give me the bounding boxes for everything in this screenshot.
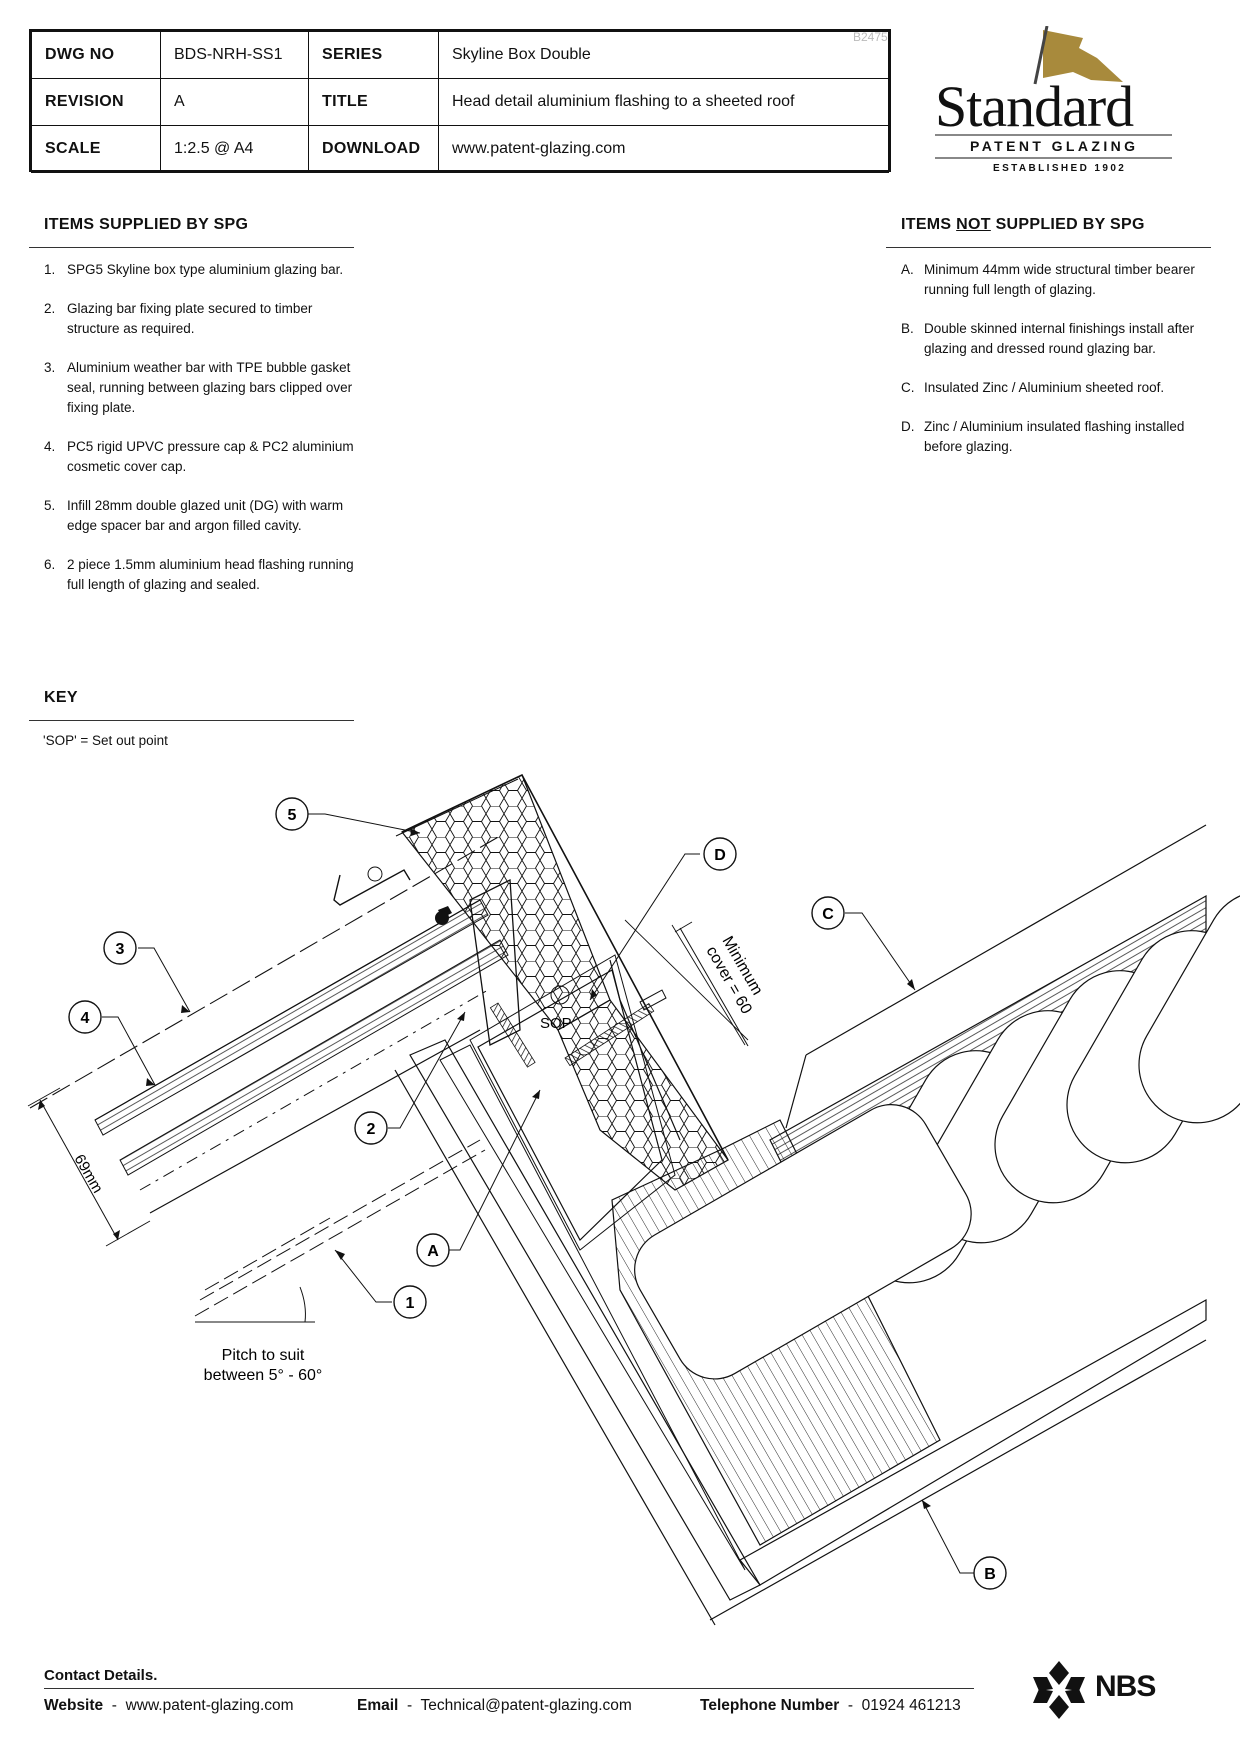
- list-item: C.Insulated Zinc / Aluminium sheeted roo…: [901, 380, 1165, 395]
- key-rule: [29, 720, 354, 721]
- reference-code: B2475: [853, 30, 888, 44]
- callout-c: C: [811, 896, 845, 930]
- logo-rule-bottom: [935, 157, 1172, 159]
- logo-wordmark: Standard: [935, 74, 1134, 139]
- callout-4: 4: [68, 1000, 102, 1034]
- pitch-line1: Pitch to suit: [222, 1347, 305, 1364]
- scale-label: SCALE: [31, 125, 161, 173]
- callout-d: D: [703, 837, 737, 871]
- footer-website: Website - www.patent-glazing.com: [44, 1697, 294, 1714]
- callout-b: B: [973, 1556, 1007, 1590]
- svg-text:A: A: [427, 1243, 439, 1260]
- footer-rule: [44, 1688, 974, 1689]
- list-item: 4.PC5 rigid UPVC pressure cap & PC2 alum…: [44, 439, 354, 474]
- contact-heading: Contact Details.: [44, 1667, 158, 1684]
- standard-patent-glazing-logo: Standard PATENT GLAZING ESTABLISHED 1902: [935, 26, 1175, 176]
- title-block: DWG NO BDS-NRH-SS1 SERIES Skyline Box Do…: [29, 29, 891, 173]
- dwg-no-value: BDS-NRH-SS1: [160, 31, 309, 79]
- title-value: Head detail aluminium flashing to a shee…: [438, 78, 889, 126]
- revision-value: A: [160, 78, 309, 126]
- not-supplied-list: A.Minimum 44mm wide structural timber be…: [901, 260, 1211, 476]
- download-value[interactable]: www.patent-glazing.com: [438, 125, 889, 173]
- key-text: 'SOP' = Set out point: [43, 733, 168, 748]
- dimension-min-cover: Minimum cover = 60: [674, 921, 766, 1047]
- nbs-logo: NBS: [1027, 1657, 1157, 1723]
- dim-69mm-label: 69mm: [71, 1152, 107, 1197]
- glazing-assembly: [29, 835, 749, 1317]
- footer-email: Email - Technical@patent-glazing.com: [357, 1697, 632, 1714]
- series-label: SERIES: [308, 31, 439, 79]
- svg-text:B: B: [984, 1566, 996, 1583]
- list-item: A.Minimum 44mm wide structural timber be…: [901, 262, 1195, 297]
- supplied-heading: ITEMS SUPPLIED BY SPG: [44, 216, 249, 233]
- logo-established: ESTABLISHED 1902: [993, 163, 1127, 174]
- svg-text:1: 1: [406, 1295, 415, 1312]
- list-item: 2.Glazing bar fixing plate secured to ti…: [44, 301, 313, 336]
- pitch-indicator: Pitch to suit between 5° - 60°: [195, 1286, 323, 1384]
- svg-text:3: 3: [116, 941, 125, 958]
- flag-icon: [1033, 26, 1123, 85]
- callout-1: 1: [393, 1285, 427, 1319]
- nbs-flower-icon: [1033, 1661, 1085, 1719]
- footer-telephone: Telephone Number - 01924 461213: [700, 1697, 961, 1714]
- key-heading: KEY: [44, 689, 78, 706]
- list-item: 3.Aluminium weather bar with TPE bubble …: [44, 360, 353, 415]
- list-item: B.Double skinned internal finishings ins…: [901, 321, 1195, 356]
- svg-text:4: 4: [81, 1010, 90, 1027]
- nbs-wordmark: NBS: [1095, 1670, 1156, 1703]
- dwg-no-label: DWG NO: [31, 31, 161, 79]
- callout-a: A: [416, 1233, 450, 1267]
- head-detail-drawing: 69mm Minimum cover = 60 Pitch to suit be…: [27, 773, 1240, 1626]
- email-link[interactable]: Technical@patent-glazing.com: [420, 1697, 632, 1714]
- website-link[interactable]: www.patent-glazing.com: [125, 1697, 294, 1714]
- head-flashing: [333, 773, 729, 1191]
- leader-lines: [102, 813, 975, 1574]
- logo-rule-top: [935, 134, 1172, 136]
- download-label: DOWNLOAD: [308, 125, 439, 173]
- timber-bearer: [394, 1039, 972, 1626]
- not-supplied-rule: [886, 247, 1211, 248]
- title-label: TITLE: [308, 78, 439, 126]
- svg-text:2: 2: [367, 1121, 376, 1138]
- svg-text:C: C: [822, 906, 834, 923]
- callout-2: 2: [354, 1111, 388, 1145]
- sop-label: SOP: [540, 1015, 572, 1032]
- callout-3: 3: [103, 931, 137, 965]
- pitch-line2: between 5° - 60°: [204, 1367, 323, 1384]
- leader-arrows: [146, 828, 931, 1509]
- list-item: D.Zinc / Aluminium insulated flashing in…: [901, 419, 1185, 454]
- list-item: 6.2 piece 1.5mm aluminium head flashing …: [44, 557, 354, 592]
- scale-value: 1:2.5 @ A4: [160, 125, 309, 173]
- supplied-rule: [29, 247, 354, 248]
- not-supplied-heading: ITEMS NOT SUPPLIED BY SPG: [901, 216, 1145, 233]
- series-value: Skyline Box Double: [438, 31, 889, 79]
- list-item: 5.Infill 28mm double glazed unit (DG) wi…: [44, 498, 344, 533]
- callout-5: 5: [275, 797, 309, 831]
- logo-subtitle: PATENT GLAZING: [970, 138, 1139, 154]
- revision-label: REVISION: [31, 78, 161, 126]
- svg-text:5: 5: [288, 807, 297, 824]
- supplied-list: 1.SPG5 Skyline box type aluminium glazin…: [44, 260, 354, 614]
- svg-text:D: D: [714, 847, 726, 864]
- list-item: 1.SPG5 Skyline box type aluminium glazin…: [44, 262, 344, 277]
